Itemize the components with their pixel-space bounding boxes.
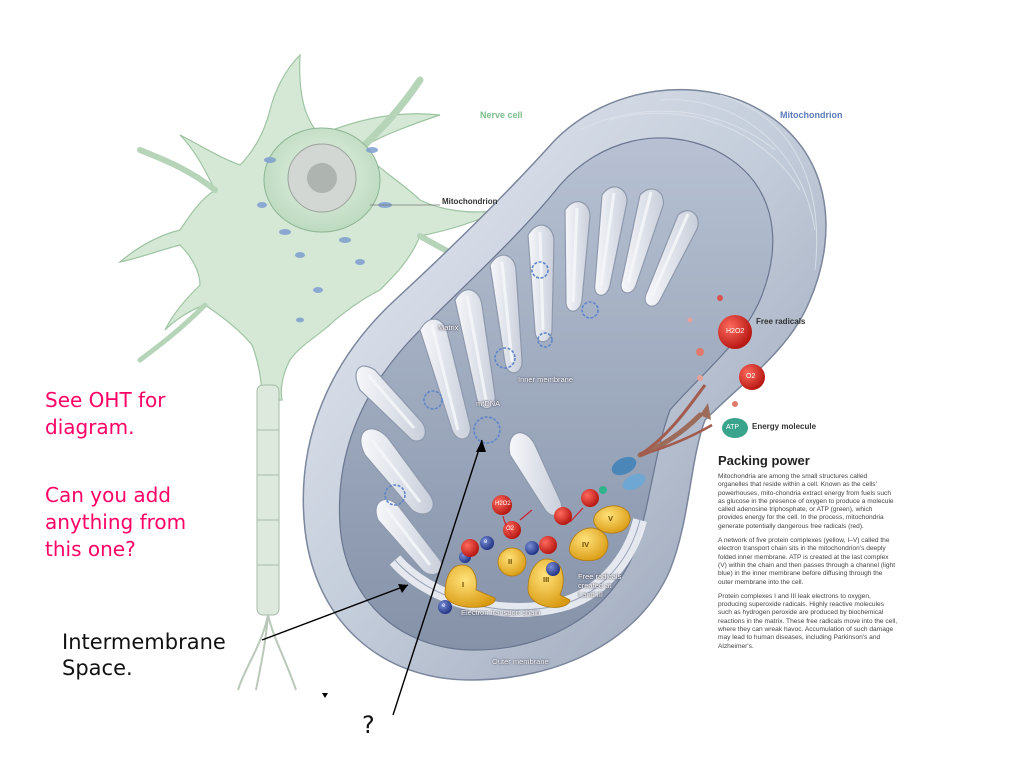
free-radicals-note-line: Free radicals	[578, 572, 622, 581]
annotation-line: Space.	[62, 656, 133, 680]
sidebar-paragraph: Mitochondria are among the small structu…	[718, 473, 894, 530]
note-line: diagram.	[45, 415, 135, 439]
note-line: anything from	[45, 510, 187, 534]
complex-ii-label: II	[508, 557, 513, 566]
nerve-cell-label: Nerve cell	[480, 110, 523, 120]
atp-legend-badge: ATP	[726, 424, 740, 431]
energy-molecule-legend-label: Energy molecule	[752, 422, 817, 431]
free-radicals-created-note: Free radicals created at I and III	[578, 572, 621, 599]
mtdna-label: mtDNA	[476, 399, 501, 408]
complex-iii-label: III	[543, 575, 550, 584]
complex-i-label: I	[462, 580, 465, 589]
free-radicals-legend-label: Free radicals	[756, 317, 806, 326]
packing-power-title: Packing power	[718, 453, 810, 468]
o2-symbol: O2	[506, 526, 515, 532]
nerve-cell	[117, 53, 501, 691]
note-line: See OHT for	[45, 388, 166, 412]
matrix-label: Matrix	[438, 323, 459, 332]
electron-symbol: e	[442, 603, 446, 609]
complex-v-label: V	[608, 514, 614, 523]
annotation-arrows	[261, 439, 486, 716]
mitochondrion	[302, 88, 827, 681]
legend-symbols	[687, 295, 765, 438]
complex-iv-label: IV	[582, 540, 590, 549]
o2-legend-badge: O2	[746, 373, 756, 380]
etc-label: Electron transport chain	[461, 608, 541, 617]
mitochondrion-pointer-label: Mitochondrion	[442, 197, 498, 206]
electron-symbol: e	[484, 539, 488, 545]
question-mark-annotation: ?	[362, 711, 375, 739]
mitochondrion-title: Mitochondrion	[780, 110, 843, 120]
note-line: this one?	[45, 537, 136, 561]
packing-power-panel: Packing power Mitochondria are among the…	[718, 453, 898, 651]
h2o2-symbol: H2O2	[495, 501, 511, 507]
question-note: Can you add anything from this one?	[45, 482, 186, 563]
free-radicals-note-line: created at	[578, 581, 612, 590]
annotation-line: Intermembrane	[62, 630, 226, 654]
outer-membrane-label: Outer membrane	[492, 657, 549, 666]
free-radicals-note-line: I and III	[578, 590, 604, 599]
sidebar-paragraph: Protein complexes I and III leak electro…	[718, 592, 898, 650]
note-line: Can you add	[45, 483, 172, 507]
see-oht-note: See OHT for diagram.	[45, 387, 166, 441]
sidebar-paragraph: A network of five protein complexes (yel…	[718, 537, 896, 586]
inner-membrane-label: Inner membrane	[518, 375, 574, 384]
h2o2-legend-badge: H2O2	[726, 328, 745, 335]
intermembrane-annotation: Intermembrane Space.	[62, 629, 226, 681]
